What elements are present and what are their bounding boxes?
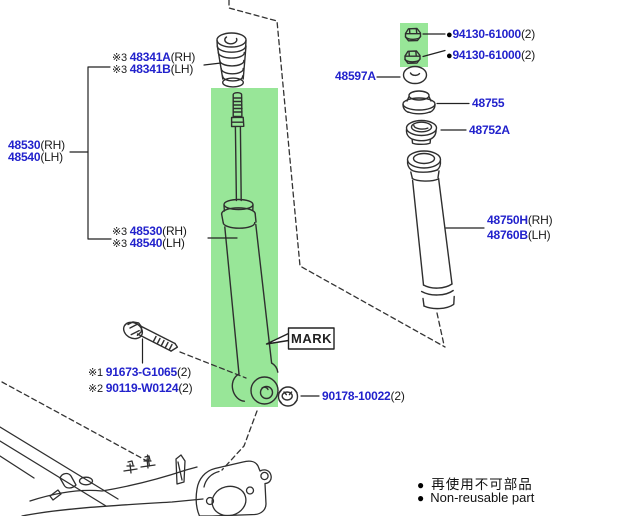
assy-bracket-line (87, 66, 112, 240)
legend-non-reusable-en: ●Non-reusable part (417, 490, 535, 505)
dust-cover-tube (411, 177, 453, 286)
washer-48597a-drawing (402, 65, 428, 85)
callout-assy-rh: 48530(RH) (8, 138, 65, 152)
part-number-link[interactable]: 48760B (487, 228, 528, 242)
part-number-link[interactable]: 48530 (129, 224, 163, 238)
callout-support: 48752A (469, 124, 510, 136)
callout-shock-rh: ※3 48530(RH) (112, 224, 187, 238)
highlight-nuts (400, 23, 428, 67)
callout-bump-stop-lh: ※3 48341B(LH) (112, 62, 194, 76)
part-number-link[interactable]: 48540 (8, 150, 41, 164)
support-48752a-drawing (405, 119, 438, 145)
piston-rod-thread (232, 91, 243, 118)
bolt-projection-dashed (179, 351, 247, 379)
non-reusable-dot-icon: ● (417, 491, 425, 505)
callout-cushion: 48755 (472, 96, 505, 110)
part-number-link[interactable]: 48755 (472, 96, 505, 110)
legend-non-reusable-jp: ●再使用不可部品 (417, 477, 533, 492)
bump-stop-drawing (216, 32, 247, 88)
part-number-link[interactable]: 90119-W0124 (105, 381, 179, 395)
mark-callout-balloon (265, 327, 335, 350)
callout-washer: 48597A (335, 70, 376, 82)
mark-label: MARK (291, 331, 332, 346)
callout-shock-lh: ※3 48540(LH) (112, 236, 185, 250)
lower-bushing-face (250, 376, 279, 405)
part-number-link[interactable]: 48750H (487, 213, 528, 227)
callout-dust-cover-rh: 48750H(RH) (487, 213, 553, 227)
shock-absorber-drawing (220, 91, 279, 405)
highlight-shock-absorber (211, 88, 278, 407)
callout-nut-top-2: ●94130-61000(2) (446, 48, 536, 62)
beam-flag-bracket (175, 454, 186, 485)
part-number-link[interactable]: 48597A (335, 69, 376, 83)
callout-dust-cover-lh: 48760B(LH) (487, 228, 551, 242)
callout-assy-lh: 48540(LH) (8, 150, 63, 164)
leader-lines (69, 33, 485, 397)
axle-projection-dashed (1, 381, 148, 462)
beam-stud-1 (123, 460, 138, 474)
eye-projection-dashed (221, 410, 258, 471)
part-number-link[interactable]: 48752A (469, 123, 510, 137)
part-number-link[interactable]: 91673-G1065 (105, 365, 177, 379)
callout-bolt-note-2: ※2 90119-W0124(2) (88, 381, 193, 395)
bracket-large-hole (211, 485, 247, 516)
part-number-link[interactable]: 94130-61000 (452, 48, 521, 62)
part-number-link[interactable]: 94130-61000 (452, 27, 521, 41)
bolt-drawing (122, 321, 179, 352)
callout-nut-lower: 90178-10022(2) (322, 389, 405, 403)
non-reusable-dot-icon: ● (446, 50, 453, 62)
flange-nut-drawings (404, 27, 422, 64)
piston-rod-collar (230, 116, 245, 128)
piston-rod (234, 126, 242, 202)
lower-bushing-cap (231, 373, 246, 402)
part-number-link[interactable]: 48530 (8, 138, 41, 152)
dust-cover-drawing (406, 150, 455, 310)
nut-90178-drawing (277, 386, 299, 407)
non-reusable-dot-icon: ● (446, 29, 453, 41)
bolt-shaft (136, 325, 176, 352)
callout-bump-stop-rh: ※3 48341A(RH) (112, 50, 196, 64)
tube-projection-dashed (436, 312, 445, 346)
beam-stud-2 (140, 455, 156, 469)
dashed-projection-lines (1, 0, 446, 471)
non-reusable-dot-icon: ● (417, 478, 426, 492)
callout-nut-top-1: ●94130-61000(2) (446, 27, 536, 41)
part-number-link[interactable]: 48540 (129, 236, 163, 250)
cushion-48755-drawing (402, 90, 436, 115)
flange-nut-icon (404, 27, 422, 42)
part-number-link[interactable]: 90178-10022 (322, 389, 391, 403)
part-number-link[interactable]: 48341B (129, 62, 171, 76)
spindle-bracket-drawing (195, 460, 272, 516)
part-number-link[interactable]: 48341A (129, 50, 171, 64)
beam-clip (49, 489, 62, 501)
shock-body-tube (224, 223, 273, 375)
lower-bushing-hole (259, 385, 274, 400)
callout-bolt-note-1: ※1 91673-G1065(2) (88, 365, 192, 379)
highlight-zones (211, 23, 428, 407)
boundary-dashed-line (228, 0, 446, 348)
beam-hook-bracket (59, 472, 77, 489)
axle-beam-drawing (0, 426, 204, 516)
